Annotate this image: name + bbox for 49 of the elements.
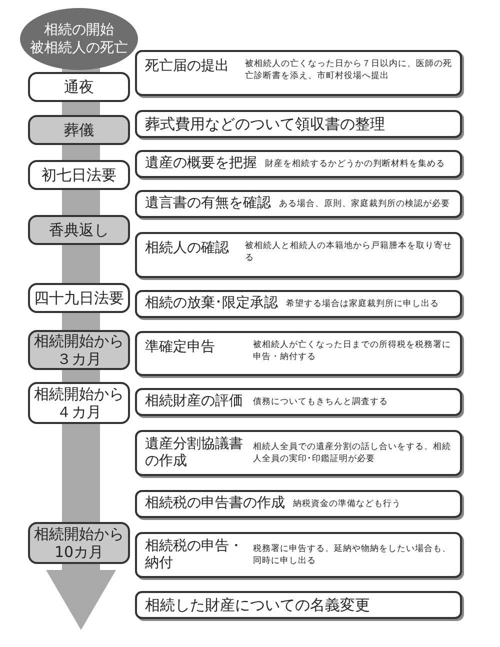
task-description: 希望する場合は家庭裁判所に申し出る: [286, 298, 440, 310]
timing-label: 相続開始から４カ月: [33, 385, 125, 421]
task-description: 債務についてもきちんと調査する: [253, 396, 389, 408]
task-title: 死亡届の提出: [145, 58, 230, 76]
timing-label: 通夜: [63, 78, 95, 96]
task-title: 遺言書の有無を確認: [145, 195, 271, 213]
task-title: 葬式費用などのついて領収書の整理: [145, 114, 385, 134]
task-title: 相続した財産についての名義変更: [145, 596, 370, 614]
task-box: [135, 110, 462, 138]
task-box: [135, 388, 462, 416]
task-description: 財産を相続するかどうかの判断材料を集める: [265, 158, 446, 170]
task-title: 相続税の申告書の作成: [145, 495, 285, 513]
task-box: [135, 232, 462, 278]
task-title: 相続財産の評価: [145, 393, 244, 411]
task-description: 税務署に申告する。延納や物納をしたい場合も、同時に申し出る: [253, 542, 452, 568]
timing-label: 相続開始から３カ月: [33, 332, 125, 368]
timing-label: 葬儀: [63, 121, 95, 139]
task-title: 相続の放棄･限定承認: [145, 295, 278, 313]
task-title: 相続人の確認: [145, 240, 230, 258]
task-box: [135, 490, 462, 518]
task-description: 被相続人が亡くなった日までの所得税を税務署に申告・納付する: [253, 339, 452, 364]
task-box: [135, 430, 462, 476]
timing-box: [28, 215, 130, 245]
start-label: 被相続人の死亡: [30, 39, 128, 58]
task-title: 遺産の概要を把握: [145, 155, 257, 173]
task-box: [135, 290, 462, 318]
task-description: 納税資金の準備なども行う: [293, 498, 402, 510]
task-description: 相続人全員での遺産分割の話し合いをする。相続人全員の実印･印鑑証明が必要: [253, 440, 452, 466]
timing-box: [28, 72, 130, 102]
task-box: [135, 190, 462, 218]
task-title: 相続税の申告・納付: [145, 538, 244, 572]
timing-box: [28, 160, 130, 190]
task-title: 準確定申告: [145, 339, 216, 356]
timing-box: [28, 283, 130, 313]
task-description: 被相続人と相続人の本籍地から戸籍謄本を取り寄せる: [245, 240, 452, 265]
task-box: [135, 150, 462, 178]
timing-label: 四十九日法要: [33, 289, 125, 307]
task-box: [135, 591, 462, 619]
timing-label: 相続開始から10カ月: [33, 525, 125, 561]
task-box: [135, 532, 462, 578]
timing-label: 香典返し: [48, 221, 110, 239]
task-description: 被相続人の亡くなった日から７日以内に、医師の死亡診断書を添え、市町村役場へ提出: [245, 58, 452, 83]
timing-box: [28, 115, 130, 145]
task-box: [135, 50, 462, 96]
task-description: ある場合、原則、家庭裁判所の検認が必要: [279, 198, 451, 210]
timing-label: 初七日法要: [40, 166, 118, 184]
task-box: [135, 331, 462, 376]
task-title: 遺産分割協議書の作成: [145, 436, 244, 470]
start-label: 相続の開始: [44, 20, 114, 39]
